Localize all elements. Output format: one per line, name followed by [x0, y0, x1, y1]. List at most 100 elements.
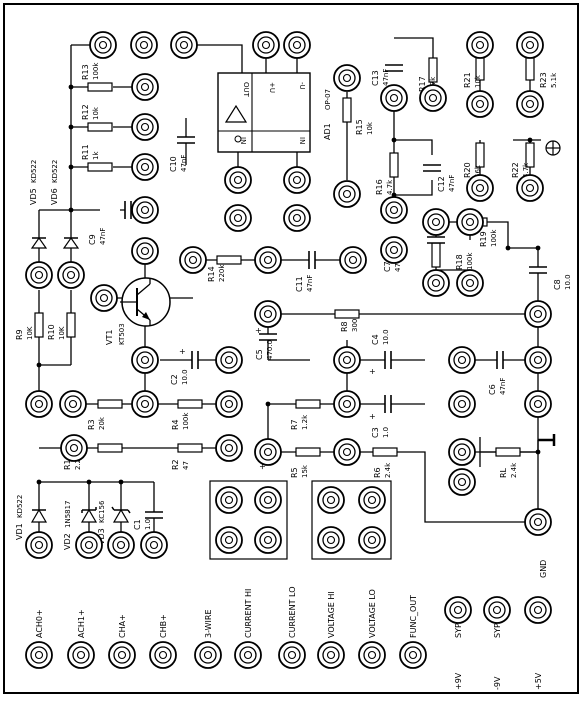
jack-connector[interactable] [524, 508, 552, 536]
jack-connector[interactable] [131, 237, 159, 265]
resistor-value: 2.2k [74, 454, 82, 470]
jack-connector[interactable] [131, 196, 159, 224]
jack-connector[interactable] [278, 641, 306, 669]
resistor-name: R1 [63, 459, 72, 470]
jack-connector[interactable] [333, 390, 361, 418]
jack-connector[interactable] [516, 90, 544, 118]
jack-connector[interactable] [254, 526, 282, 554]
jack-connector[interactable] [215, 390, 243, 418]
jack-connector[interactable] [380, 236, 408, 264]
jack-connector[interactable] [456, 208, 484, 236]
jack-connector[interactable] [466, 174, 494, 202]
jack-connector[interactable] [358, 641, 386, 669]
jack-connector[interactable] [131, 153, 159, 181]
jack-connector[interactable] [333, 64, 361, 92]
jack-connector[interactable] [140, 531, 168, 559]
jack-connector[interactable] [283, 166, 311, 194]
jack-connector[interactable] [448, 346, 476, 374]
jack-connector[interactable] [254, 246, 282, 274]
jack-connector[interactable] [108, 641, 136, 669]
jack-connector[interactable] [224, 166, 252, 194]
jack-connector[interactable] [60, 434, 88, 462]
jack-connector[interactable] [317, 526, 345, 554]
jack-connector[interactable] [107, 531, 135, 559]
svg-text:VD3: VD3 [97, 528, 106, 545]
resistor-name: R12 [81, 104, 90, 120]
jack-connector[interactable] [380, 196, 408, 224]
jack-connector[interactable] [422, 208, 450, 236]
jack-connector[interactable] [252, 31, 280, 59]
jack-connector[interactable] [358, 486, 386, 514]
jack-connector[interactable] [483, 596, 511, 624]
jack-connector[interactable] [131, 390, 159, 418]
capacitor-name: C13 [371, 70, 380, 86]
jack-group-frame [209, 480, 288, 560]
jack-connector[interactable] [524, 390, 552, 418]
jack-connector[interactable] [516, 31, 544, 59]
jack-connector[interactable] [170, 31, 198, 59]
jack-connector[interactable] [254, 486, 282, 514]
capacitor-name: C12 [437, 176, 446, 192]
jack-connector[interactable] [25, 390, 53, 418]
jack-connector[interactable] [283, 204, 311, 232]
jack-connector[interactable] [234, 641, 262, 669]
jack-connector[interactable] [215, 434, 243, 462]
jack-connector[interactable] [149, 641, 177, 669]
vt1-part: KT503 [118, 323, 126, 345]
jack-connector[interactable] [194, 641, 222, 669]
jack-connector[interactable] [399, 641, 427, 669]
jack-connector[interactable] [524, 596, 552, 624]
jack-connector[interactable] [254, 438, 282, 466]
jack-layer [25, 31, 552, 559]
jack-connector[interactable] [75, 531, 103, 559]
jack-connector[interactable] [333, 346, 361, 374]
jack-connector[interactable] [215, 486, 243, 514]
jack-connector[interactable] [524, 346, 552, 374]
jack-connector[interactable] [90, 284, 118, 312]
jack-connector[interactable] [283, 31, 311, 59]
jack-connector[interactable] [358, 526, 386, 554]
jack-connector[interactable] [516, 174, 544, 202]
jack-connector[interactable] [419, 84, 447, 112]
jack-connector[interactable] [131, 73, 159, 101]
jack-connector[interactable] [25, 261, 53, 289]
jack-connector[interactable] [448, 438, 476, 466]
resistor-name: R11 [81, 144, 90, 160]
jack-connector[interactable] [25, 641, 53, 669]
svg-text:KC156: KC156 [98, 500, 106, 523]
resistor-name: R6 [373, 467, 382, 478]
jack-connector[interactable] [339, 246, 367, 274]
jack-connector[interactable] [422, 269, 450, 297]
jack-connector[interactable] [67, 641, 95, 669]
jack-connector[interactable] [317, 641, 345, 669]
resistor-value: 100k [466, 252, 474, 270]
jack-connector[interactable] [131, 113, 159, 141]
jack-connector[interactable] [224, 204, 252, 232]
jack-connector[interactable] [179, 246, 207, 274]
jack-connector[interactable] [444, 596, 472, 624]
jack-connector[interactable] [466, 90, 494, 118]
jack-connector[interactable] [89, 31, 117, 59]
jack-connector[interactable] [57, 261, 85, 289]
jack-connector[interactable] [466, 31, 494, 59]
jack-connector[interactable] [456, 269, 484, 297]
jack-connector[interactable] [130, 31, 158, 59]
resistor-name: RL [499, 467, 508, 478]
jack-connector[interactable] [333, 438, 361, 466]
jack-connector[interactable] [131, 346, 159, 374]
jack-connector[interactable] [380, 84, 408, 112]
jack-connector[interactable] [448, 390, 476, 418]
jack-connector[interactable] [524, 300, 552, 328]
jack-connector[interactable] [317, 486, 345, 514]
jack-connector[interactable] [333, 180, 361, 208]
jack-connector[interactable] [448, 468, 476, 496]
jack-connector[interactable] [215, 346, 243, 374]
jack-connector[interactable] [254, 300, 282, 328]
jack-connector[interactable] [25, 531, 53, 559]
jack-connector[interactable] [215, 526, 243, 554]
jack-connector[interactable] [59, 390, 87, 418]
